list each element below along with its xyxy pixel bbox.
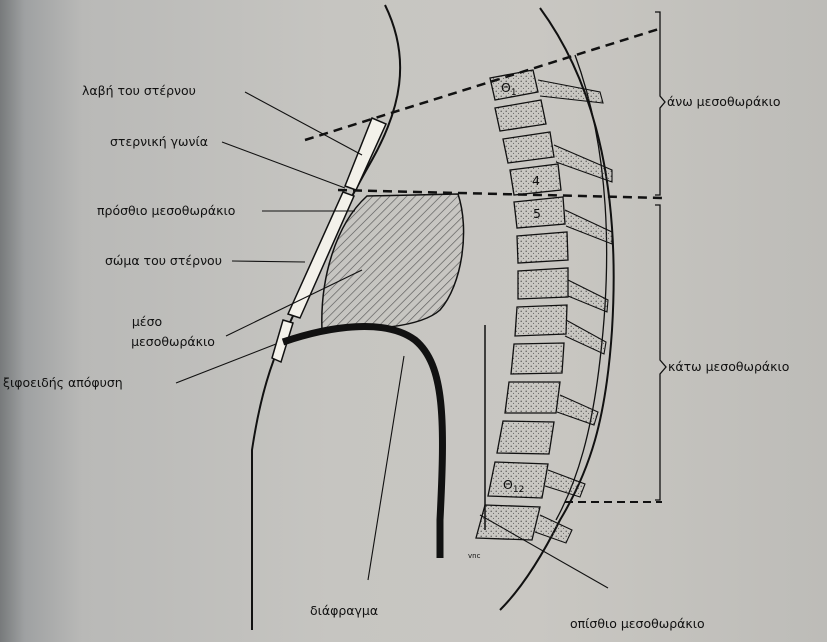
diaphragm — [283, 327, 442, 558]
superior-boundary-line — [305, 28, 662, 140]
leader-manubrium — [245, 92, 362, 155]
label-superior-mediastinum: άνω μεσοθωράκιο — [667, 94, 780, 109]
vertebra-t6 — [517, 232, 568, 263]
label-sternal-body: σώμα του στέρνου — [105, 253, 222, 268]
vertebra-t11 — [497, 421, 554, 454]
leader-xiphoid — [176, 344, 276, 383]
bracket-superior — [655, 12, 665, 195]
vertebra-t3 — [503, 132, 554, 163]
vertebra-t10 — [505, 382, 560, 413]
label-inferior-mediastinum: κάτω μεσοθωράκιο — [668, 359, 789, 374]
label-sternal-angle: στερνική γωνία — [110, 134, 208, 149]
label-anterior-mediastinum: πρόσθιο μεσοθωράκιο — [97, 203, 235, 218]
leader-diaphragm — [368, 356, 404, 580]
vertebra-t2 — [495, 100, 546, 131]
label-t4: 4 — [532, 173, 540, 188]
label-middle-mediastinum-line1: μέσο — [132, 314, 162, 329]
vertebra-t9 — [511, 343, 564, 374]
sternum-manubrium — [345, 118, 386, 190]
label-manubrium: λαβή του στέρνου — [82, 83, 196, 98]
vertebra-l1 — [476, 505, 540, 540]
leader-sternal-body — [232, 261, 305, 262]
label-t5: 5 — [533, 206, 541, 221]
label-xiphoid: ξιφοειδής απόφυση — [3, 375, 123, 390]
label-middle-mediastinum-line2: μεσοθωράκιο — [131, 334, 215, 349]
label-posterior-mediastinum: οπίσθιο μεσοθωράκιο — [570, 616, 705, 631]
bracket-inferior — [655, 205, 666, 500]
leader-sternal-angle — [222, 142, 345, 188]
signature: vnc — [468, 552, 481, 560]
vertebral-column — [476, 70, 612, 543]
label-diaphragm: διάφραγμα — [310, 603, 378, 618]
vertebra-t8 — [515, 305, 567, 336]
vertebra-t7 — [518, 268, 568, 299]
